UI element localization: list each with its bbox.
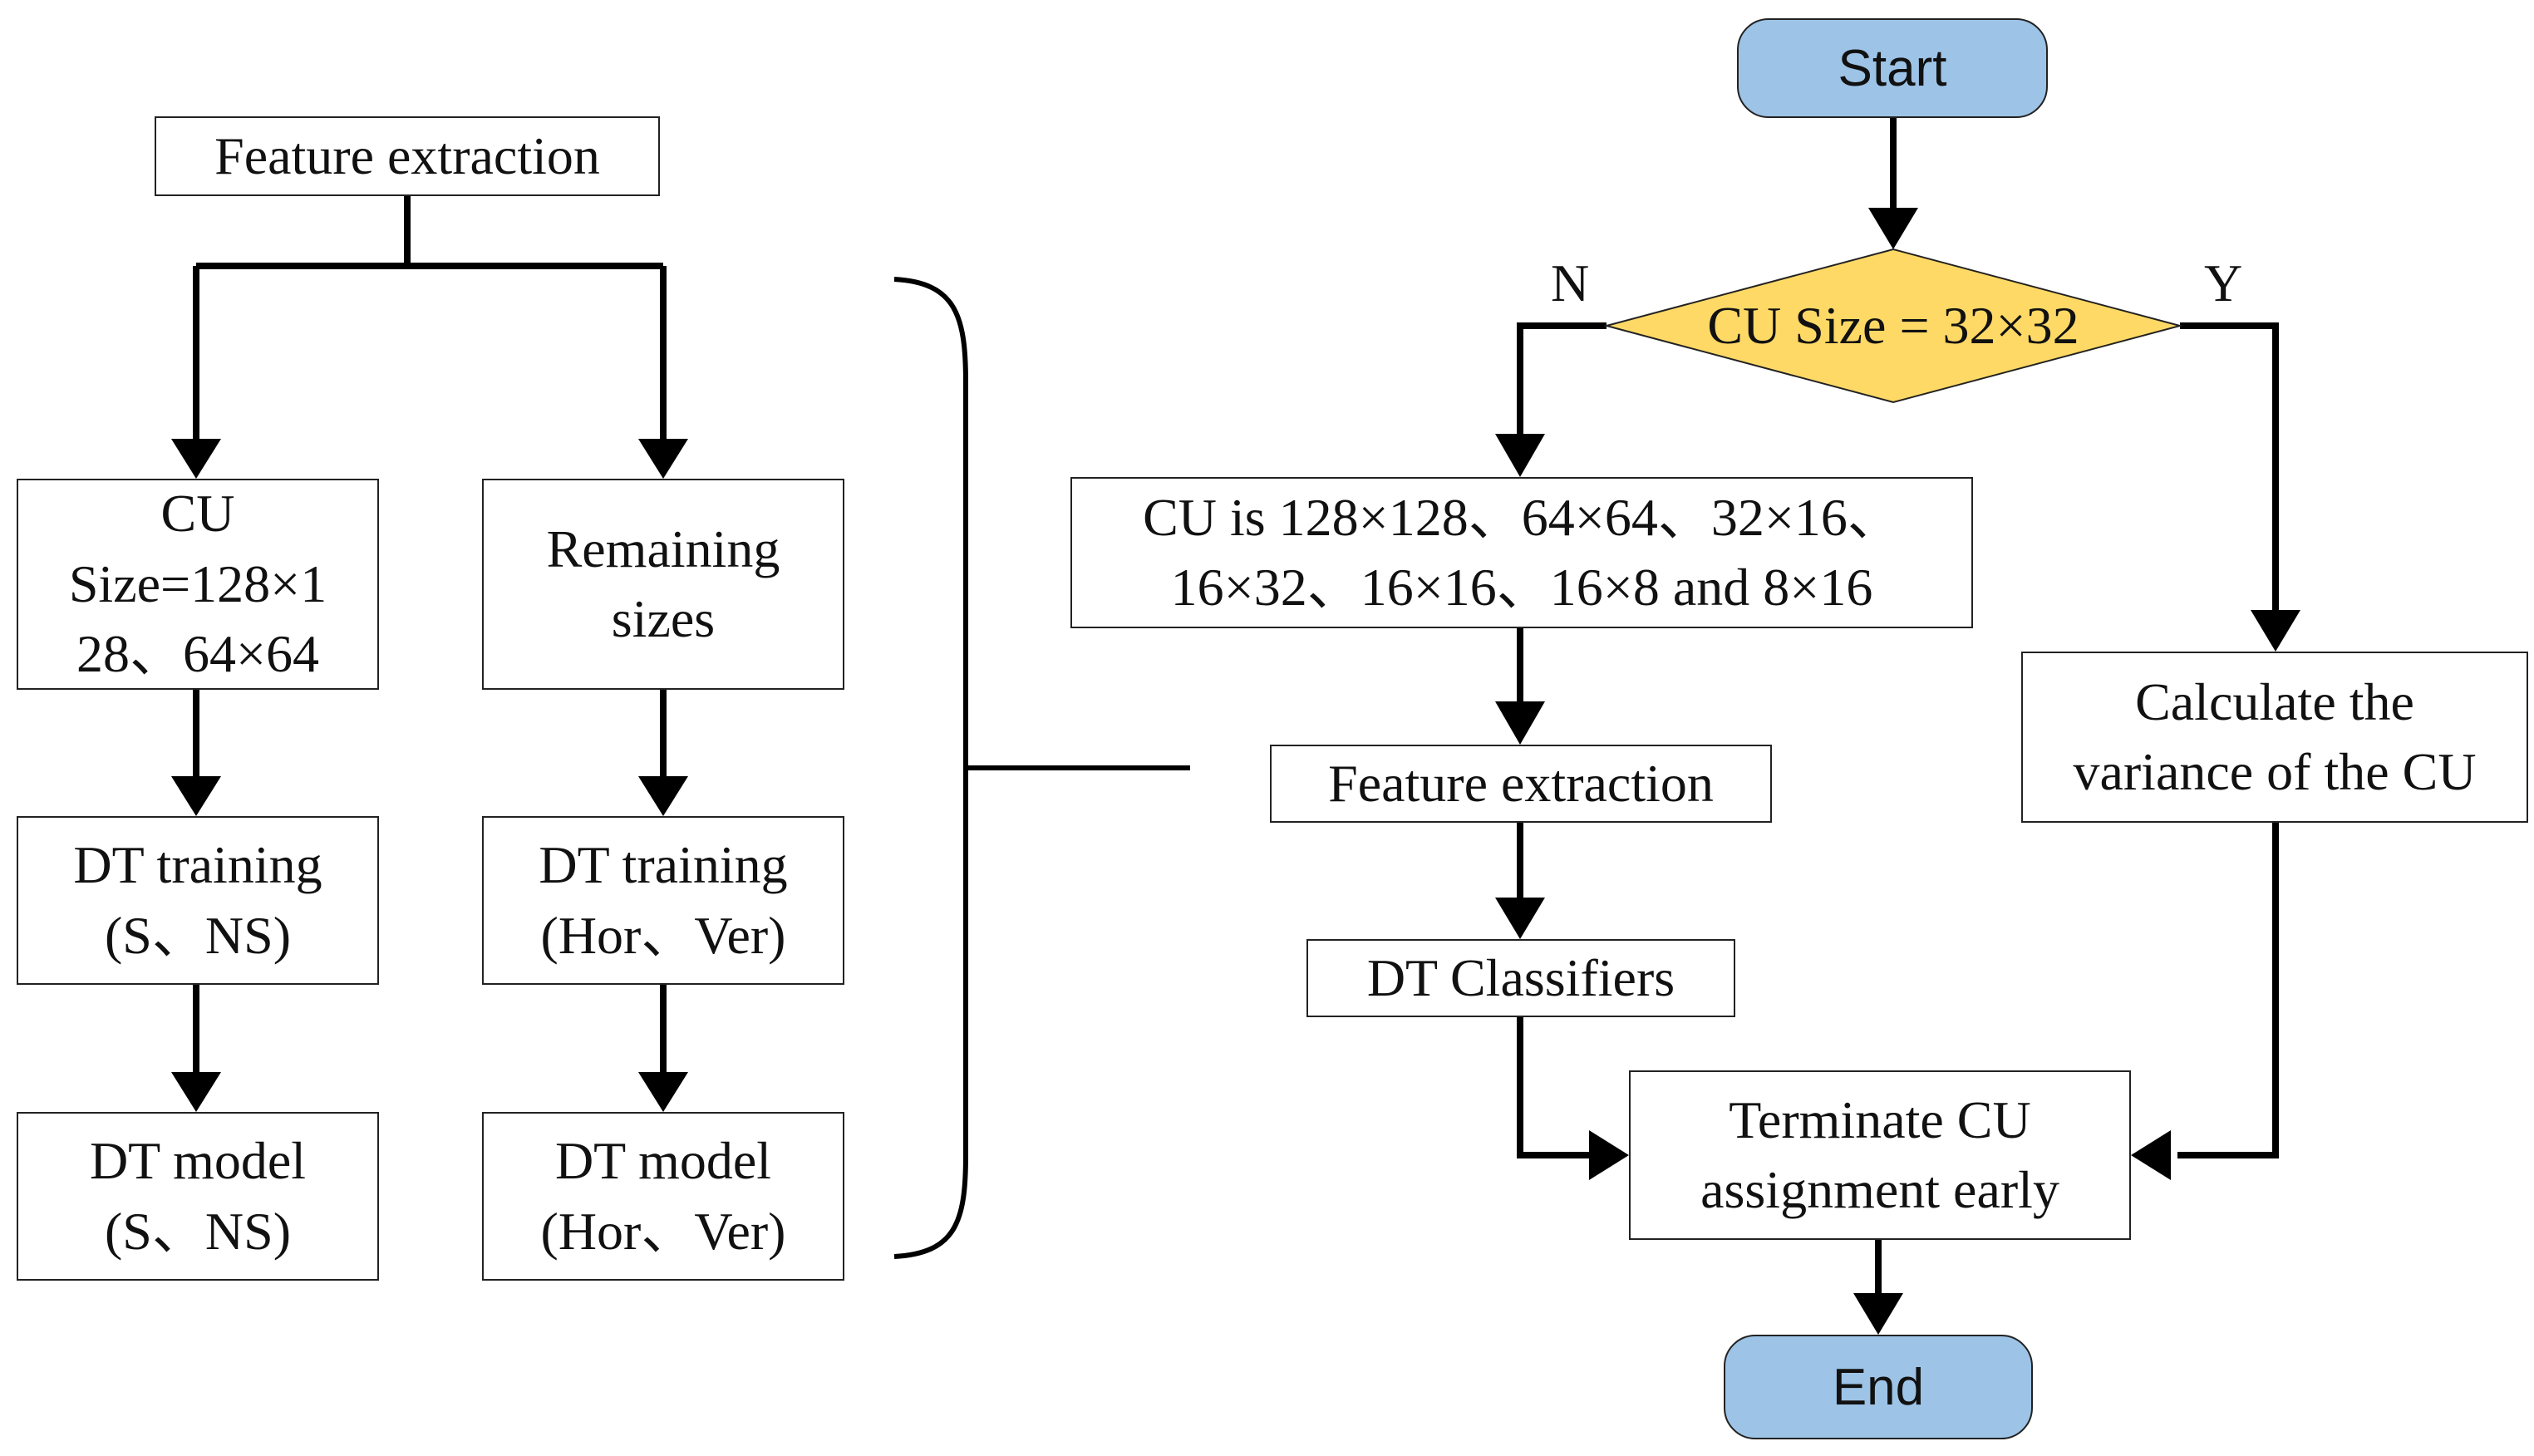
feature-extraction-label: Feature extraction: [214, 125, 600, 185]
arrowhead: [638, 439, 688, 479]
arrowhead: [171, 439, 221, 479]
arrowhead: [1495, 701, 1545, 745]
arrowhead: [2251, 610, 2300, 652]
arrowhead: [171, 1072, 221, 1112]
decision-diamond: [1603, 248, 2183, 404]
arrowhead: [638, 1072, 688, 1112]
connector-feature-split: [193, 196, 667, 439]
cu-size-line-1: CU: [160, 484, 235, 544]
arrowhead: [1495, 898, 1545, 939]
remaining-line-1: Remaining: [546, 519, 780, 578]
terminate-line-1: Terminate CU: [1729, 1090, 2031, 1149]
end-terminal: End: [1724, 1335, 2033, 1439]
feature-extraction-box: Feature extraction: [155, 116, 660, 196]
cu-size-line-3: 28、64×64: [76, 624, 320, 684]
dt-model-s-ns-line-2: (S、NS): [104, 1201, 292, 1261]
dt-training-hor-ver-line-1: DT training: [539, 835, 788, 895]
variance-line-1: Calculate the: [2135, 671, 2414, 731]
remaining-line-2: sizes: [611, 589, 716, 648]
right-feature-extraction-box: Feature extraction: [1270, 745, 1772, 823]
decision-label: CU Size = 32×32: [1646, 288, 2141, 364]
bracket: [893, 277, 968, 1259]
arrowhead: [1589, 1130, 1629, 1180]
decision-text: CU Size = 32×32: [1707, 296, 2079, 355]
variance-box: Calculate the variance of the CU: [2021, 652, 2528, 823]
dt-training-hor-ver-line-2: (Hor、Ver): [540, 905, 786, 965]
connector-yes: [2180, 322, 2279, 617]
dt-training-hor-ver-box: DT training (Hor、Ver): [482, 816, 844, 985]
dt-classifiers-box: DT Classifiers: [1306, 939, 1735, 1017]
dt-training-s-ns-line-1: DT training: [73, 835, 322, 895]
arrowhead: [2131, 1130, 2171, 1180]
arrowhead: [638, 776, 688, 816]
start-terminal: Start: [1737, 18, 2048, 118]
end-label: End: [1832, 1358, 1925, 1416]
cu-list-line-2: 16×32、16×16、16×8 and 8×16: [1170, 558, 1873, 617]
right-feature-extraction-label: Feature extraction: [1328, 753, 1714, 813]
arrowhead: [171, 776, 221, 816]
dt-training-s-ns-box: DT training (S、NS): [17, 816, 379, 985]
arrowhead: [1853, 1293, 1903, 1335]
cu-size-box: CU Size=128×1 28、64×64: [17, 479, 379, 690]
terminate-line-2: assignment early: [1700, 1160, 2059, 1219]
yes-branch-label: Y: [2204, 253, 2243, 312]
dt-model-hor-ver-box: DT model (Hor、Ver): [482, 1112, 844, 1281]
dt-model-s-ns-line-1: DT model: [89, 1131, 307, 1191]
dt-model-hor-ver-line-1: DT model: [554, 1131, 772, 1191]
no-branch-label: N: [1551, 253, 1590, 312]
dt-classifiers-label: DT Classifiers: [1366, 947, 1675, 1007]
remaining-sizes-box: Remaining sizes: [482, 479, 844, 690]
dt-training-s-ns-line-2: (S、NS): [104, 905, 292, 965]
cu-list-line-1: CU is 128×128、64×64、32×16、: [1143, 487, 1901, 547]
connector-variance-terminate: [2177, 823, 2279, 1158]
connector-dt-terminate: [1517, 1017, 1601, 1158]
cu-size-line-2: Size=128×1: [68, 553, 327, 613]
variance-line-2: variance of the CU: [2073, 742, 2477, 801]
terminate-box: Terminate CU assignment early: [1629, 1070, 2131, 1240]
arrowhead: [1495, 434, 1545, 477]
dt-model-s-ns-box: DT model (S、NS): [17, 1112, 379, 1281]
cu-list-box: CU is 128×128、64×64、32×16、 16×32、16×16、1…: [1070, 477, 1973, 628]
dt-model-hor-ver-line-2: (Hor、Ver): [540, 1201, 786, 1261]
connector-no: [1517, 322, 1607, 454]
start-label: Start: [1838, 39, 1947, 97]
arrowhead: [1868, 208, 1918, 249]
